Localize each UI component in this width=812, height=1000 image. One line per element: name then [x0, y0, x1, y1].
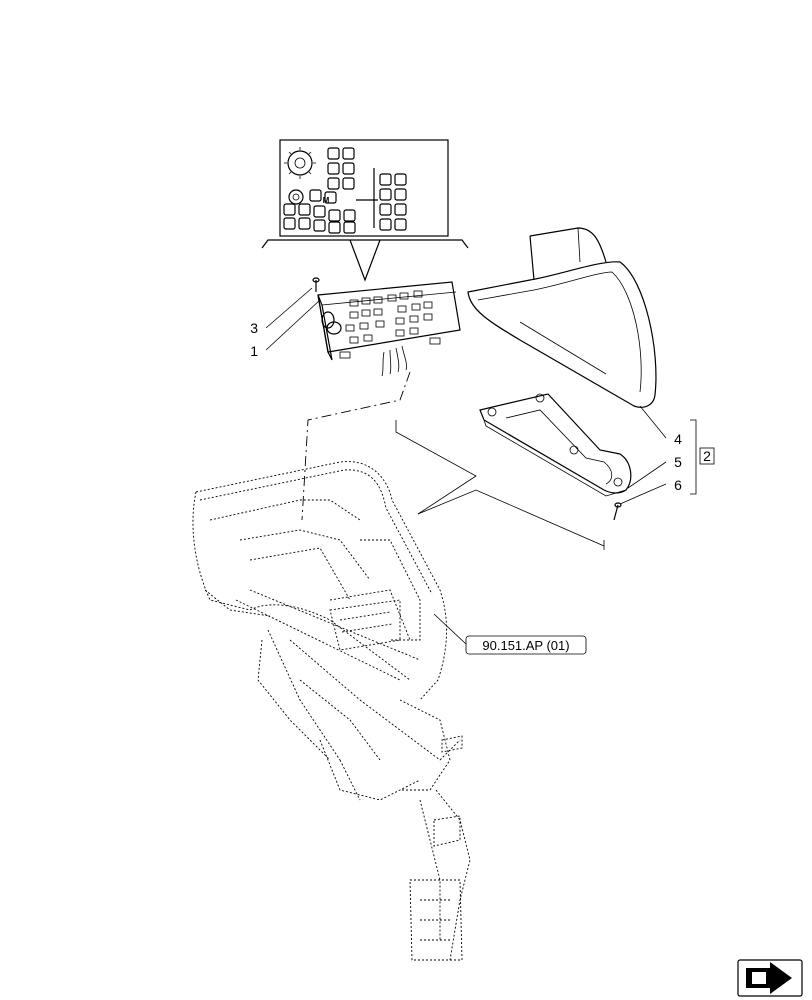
callout-4: 4: [674, 431, 682, 447]
callout-5: 5: [674, 454, 682, 470]
next-page-arrow-icon[interactable]: [737, 959, 803, 997]
callout-1: 1: [250, 343, 258, 359]
callout-2: 2: [703, 448, 711, 464]
console-assembly: [192, 461, 471, 961]
callout-6: 6: [674, 477, 682, 493]
callout-2-box: 2: [699, 447, 715, 465]
console-cover-part: [467, 227, 657, 408]
cover-plate-part: [479, 393, 632, 521]
callout-3: 3: [250, 320, 258, 336]
reference-label[interactable]: 90.151.AP (01): [482, 638, 569, 653]
keypad-part: [312, 277, 461, 377]
keypad-detail-inset: M: [261, 139, 469, 282]
reference-link[interactable]: 90.151.AP (01): [465, 635, 587, 655]
m-key-label: M: [323, 196, 330, 205]
leader-lines: [265, 287, 697, 645]
